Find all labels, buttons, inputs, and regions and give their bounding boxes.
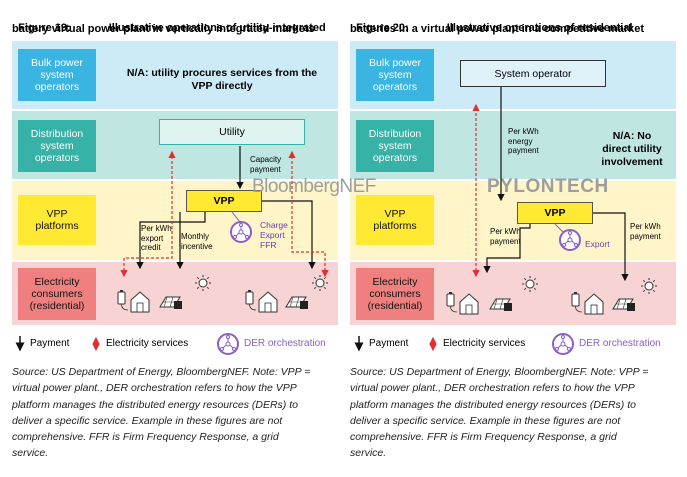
fig19-vpp-label: VPP platforms	[18, 195, 96, 245]
solar-panel-icon	[285, 296, 309, 310]
fig20-payment-arrows	[483, 212, 629, 282]
solar-panel-icon	[159, 296, 183, 310]
fig19-consumers-label: Electricity consumers (residential)	[18, 268, 96, 320]
fig19-payment-arrows	[136, 200, 316, 270]
fig19-legend-payment: Payment	[30, 338, 70, 349]
house-icon	[258, 291, 278, 313]
pylontech-watermark: PYLONTECH	[487, 176, 609, 197]
fig20-legend-der: DER orchestration	[579, 338, 661, 349]
fig20-number: Figure 20:	[356, 22, 409, 34]
fig19-legend-services: Electricity services	[106, 338, 189, 349]
fig19-number: Figure 19:	[18, 22, 71, 34]
fig20-source-note: Source: US Department of Energy, Bloombe…	[350, 366, 649, 460]
fig20-title-line1: Figure 20: Illustrative operations of res…	[350, 3, 633, 37]
fig20-energy-payment: Per kWh energy payment	[508, 127, 539, 155]
fig20-consumers-label: Electricity consumers (residential)	[356, 268, 434, 320]
fig19-services-list: Charge Export FFR	[260, 220, 288, 250]
solar-panel-icon	[612, 298, 636, 312]
fig19-na-text: N/A: utility procures services from the …	[126, 67, 318, 92]
fig20-services-list: Export	[585, 239, 610, 249]
fig19-distribution-label: Distribution system operators	[18, 120, 96, 172]
fig20-title-text: Illustrative operations of residential	[446, 22, 633, 34]
fig19-vpp-box: VPP	[186, 190, 262, 212]
fig19-utility-box: Utility	[159, 119, 305, 145]
house-icon	[130, 291, 150, 313]
fig20-der-icon	[559, 229, 581, 251]
sun-icon	[194, 274, 212, 292]
fig20-distribution-label: Distribution system operators	[356, 120, 434, 172]
fig19-assets	[117, 274, 329, 313]
battery-icon	[117, 289, 129, 311]
fig19-bulk-label: Bulk power system operators	[18, 49, 96, 101]
battery-icon	[446, 291, 458, 313]
sun-icon	[640, 277, 658, 295]
fig20-title-line2: batteries in a virtual power plant in a …	[350, 23, 645, 35]
fig19-der-icon	[230, 221, 252, 243]
fig20-vpp-box: VPP	[517, 202, 593, 224]
fig20-vpp-label: VPP platforms	[356, 195, 434, 245]
fig19-title-line1: Figure 19: Illustrative operations of uti…	[12, 3, 326, 37]
fig19-legend-der: DER orchestration	[244, 338, 326, 349]
house-icon	[459, 293, 479, 315]
fig19-source-note: Source: US Department of Energy, Bloombe…	[12, 366, 311, 460]
fig20-bulk-label: Bulk power system operators	[356, 49, 434, 101]
fig20-na-text: N/A: No direct utility involvement	[601, 130, 663, 168]
fig20-per-kwh-right: Per kWh payment	[630, 222, 661, 241]
battery-icon	[245, 289, 257, 311]
fig19-title-line2: battery virtual power plant in verticall…	[12, 23, 315, 35]
fig20-legend-payment: Payment	[369, 338, 409, 349]
solar-panel-icon	[489, 298, 513, 312]
sun-icon	[311, 274, 329, 292]
sun-icon	[521, 275, 539, 293]
house-icon	[584, 293, 604, 315]
fig19-legend-icons	[15, 333, 239, 355]
fig19-title-text: Illustrative operations of utility-integ…	[108, 22, 326, 34]
fig20-legend-icons	[354, 333, 574, 355]
battery-icon	[571, 291, 583, 313]
fig19-vpp-der-link	[230, 211, 252, 243]
fig20-legend-services: Electricity services	[443, 338, 526, 349]
fig20-assets	[446, 275, 658, 315]
fig19-capacity-payment: Capacity payment	[250, 155, 282, 174]
fig20-per-kwh-left: Per kWh payment	[490, 227, 521, 246]
fig19-services-arrows	[120, 150, 329, 278]
fig20-system-operator-box: System operator	[460, 60, 606, 87]
fig19-monthly-incentive: Monthly incentive	[181, 232, 213, 251]
fig20-vpp-der-link	[554, 223, 581, 251]
